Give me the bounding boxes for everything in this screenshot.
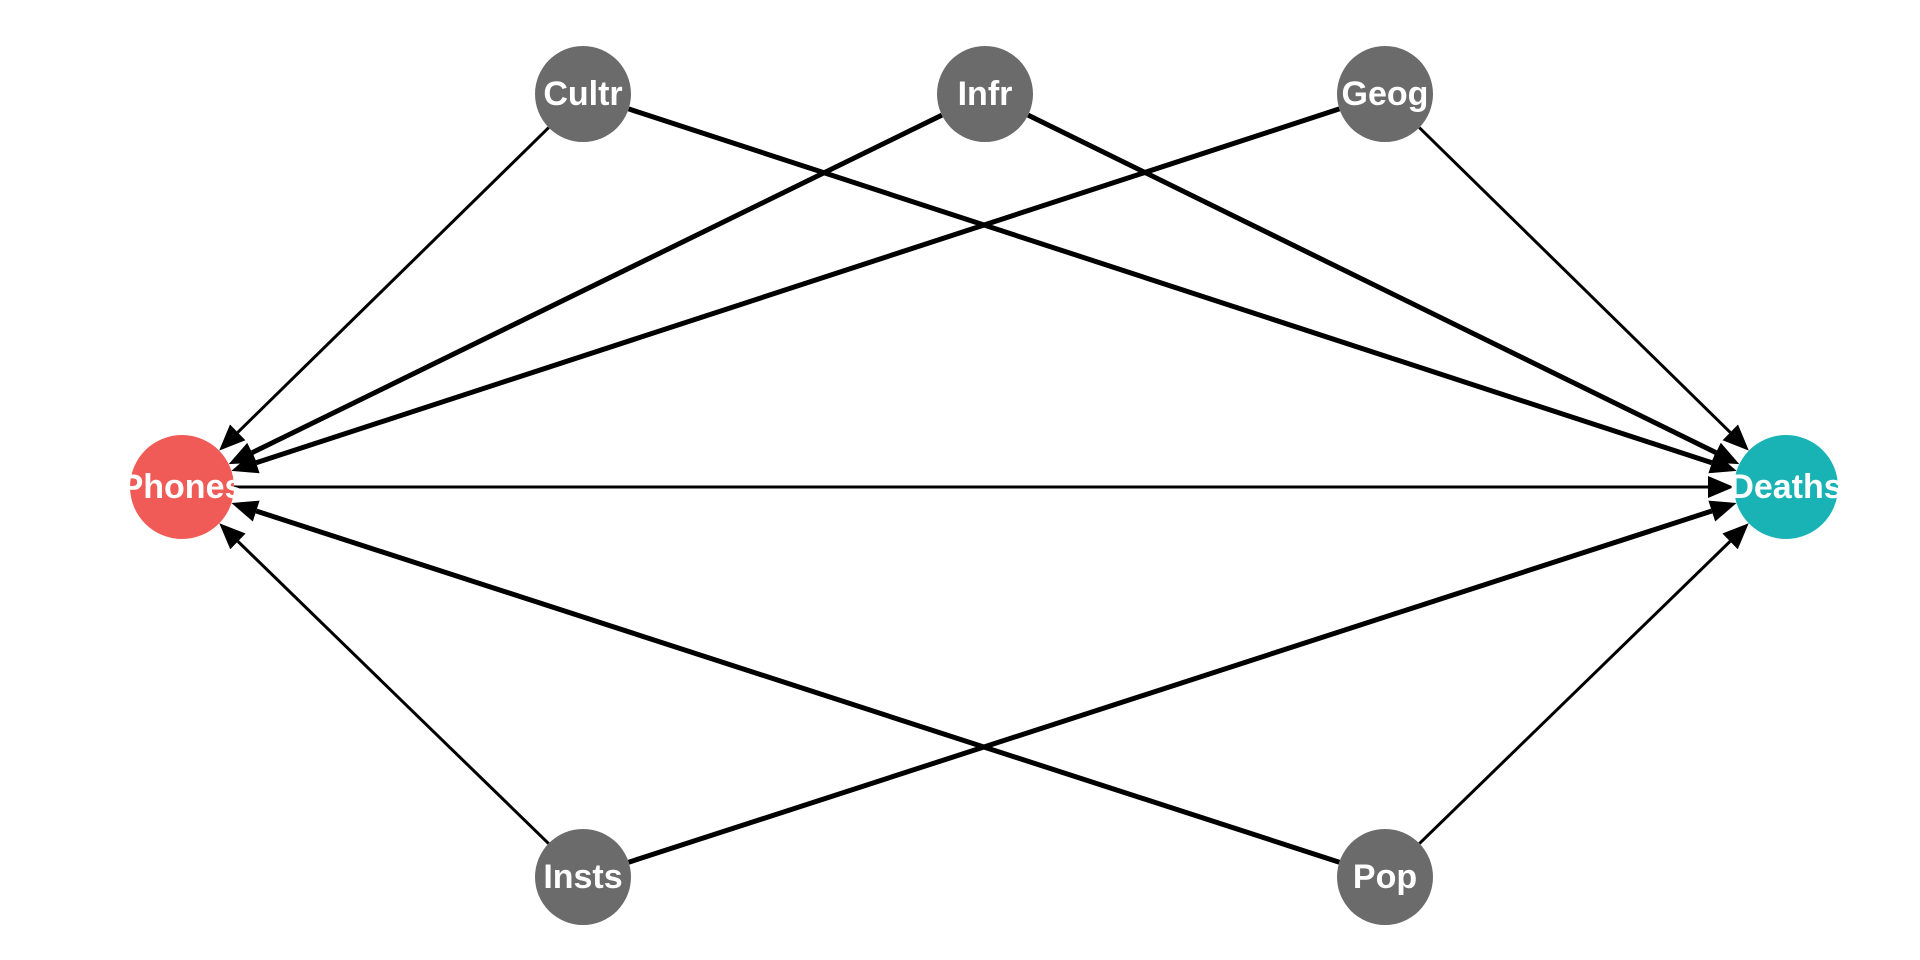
edge-line: [1418, 540, 1732, 845]
node-pop[interactable]: Pop: [1337, 829, 1433, 925]
node-shape[interactable]: [535, 46, 631, 142]
edge-line: [627, 508, 1713, 865]
arrowhead-icon: [1708, 476, 1734, 498]
edge-line: [236, 126, 550, 434]
edge-geog-to-phones: [231, 106, 1341, 474]
arrowhead-icon: [231, 500, 260, 522]
node-shape[interactable]: [937, 46, 1033, 142]
node-shape[interactable]: [1337, 829, 1433, 925]
node-infr[interactable]: Infr: [937, 46, 1033, 142]
node-phones[interactable]: Phones: [121, 435, 244, 539]
edge-insts-to-phones: [219, 523, 550, 845]
edges-layer: [219, 106, 1749, 865]
edge-infr-to-deaths: [1026, 112, 1740, 465]
node-shape[interactable]: [535, 829, 631, 925]
edge-cultr-to-phones: [219, 126, 550, 451]
edge-phones-to-deaths: [234, 476, 1734, 498]
edge-pop-to-deaths: [1418, 523, 1749, 845]
node-geog[interactable]: Geog: [1337, 46, 1433, 142]
arrowhead-icon: [219, 523, 246, 550]
edge-cultr-to-deaths: [627, 106, 1737, 474]
edge-insts-to-deaths: [627, 500, 1737, 865]
edge-line: [1418, 126, 1732, 434]
node-shape[interactable]: [1734, 435, 1838, 539]
edge-pop-to-phones: [231, 500, 1341, 865]
edge-line: [255, 106, 1341, 466]
edge-line: [1026, 112, 1718, 455]
arrowhead-icon: [1722, 523, 1749, 550]
node-shape[interactable]: [130, 435, 234, 539]
node-deaths[interactable]: Deaths: [1729, 435, 1843, 539]
edge-line: [236, 540, 550, 845]
arrowhead-icon: [1711, 442, 1740, 465]
edge-line: [255, 508, 1341, 865]
edge-line: [250, 112, 943, 455]
arrowhead-icon: [231, 452, 260, 474]
arrowhead-icon: [1722, 424, 1749, 451]
node-shape[interactable]: [1337, 46, 1433, 142]
edge-geog-to-deaths: [1418, 126, 1749, 451]
edge-line: [627, 106, 1713, 466]
arrowhead-icon: [1708, 500, 1737, 522]
node-insts[interactable]: Insts: [535, 829, 631, 925]
node-cultr[interactable]: Cultr: [535, 46, 631, 142]
arrowhead-icon: [219, 424, 246, 451]
edge-infr-to-phones: [228, 112, 943, 465]
